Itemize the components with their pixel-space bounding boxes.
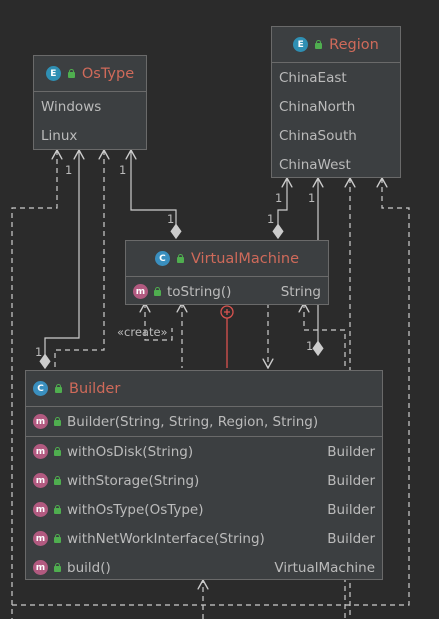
method-row: m withStorage(String) Builder	[26, 466, 382, 495]
enum-value: ChinaWest	[279, 156, 351, 173]
method-return-type: Builder	[327, 501, 375, 518]
multiplicity-label: 1	[308, 191, 316, 205]
multiplicity-label: 1	[35, 345, 43, 359]
public-lock-icon	[314, 40, 323, 49]
method-name: toString()	[167, 283, 232, 300]
ostype-header: E OsType	[34, 56, 146, 92]
public-lock-icon	[53, 417, 62, 426]
method-name: withStorage(String)	[67, 472, 200, 489]
method-icon: m	[133, 284, 148, 299]
public-lock-icon	[176, 254, 185, 263]
constructor-signature: Builder(String, String, Region, String)	[67, 413, 319, 430]
multiplicity-label: 1	[119, 163, 127, 177]
method-name: withNetWorkInterface(String)	[67, 530, 265, 547]
method-icon: m	[33, 473, 48, 488]
multiplicity-label: 1	[275, 191, 283, 205]
method-row: m toString() String	[126, 277, 328, 306]
multiplicity-label: 1	[167, 212, 175, 226]
method-icon: m	[33, 414, 48, 429]
constructor-row: m Builder(String, String, Region, String…	[26, 407, 382, 436]
enum-value: ChinaEast	[279, 69, 347, 86]
region-enum-box[interactable]: E Region ChinaEast ChinaNorth ChinaSouth…	[271, 26, 401, 178]
enum-icon: E	[45, 66, 61, 81]
edge-region-vm	[278, 178, 287, 238]
ostype-title: OsType	[81, 65, 135, 82]
method-name: withOsDisk(String)	[67, 443, 194, 460]
class-icon: C	[33, 381, 48, 396]
multiplicity-label: 1	[267, 212, 275, 226]
public-lock-icon	[53, 447, 62, 456]
method-name: withOsType(OsType)	[67, 501, 204, 518]
virtual-machine-header: C VirtualMachine	[126, 241, 328, 277]
edge-vm-right	[304, 303, 346, 619]
enum-icon: E	[293, 37, 309, 52]
virtual-machine-title: VirtualMachine	[190, 250, 300, 267]
method-icon: m	[33, 560, 48, 575]
method-return-type: String	[280, 283, 321, 300]
method-row: m withOsDisk(String) Builder	[26, 436, 382, 466]
edge-region-dep2	[12, 178, 410, 606]
create-stereotype-label: «create»	[117, 325, 168, 339]
method-return-type: Builder	[327, 530, 375, 547]
builder-title: Builder	[69, 380, 121, 397]
edge-ostype-builder	[45, 150, 79, 368]
public-lock-icon	[153, 287, 162, 296]
class-icon: C	[154, 251, 170, 266]
method-row: m build() VirtualMachine	[26, 553, 382, 582]
region-header: E Region	[272, 27, 400, 63]
public-lock-icon	[53, 563, 62, 572]
edge-ostype-builder-dep	[54, 150, 104, 368]
ostype-enum-box[interactable]: E OsType Windows Linux	[33, 55, 147, 150]
enum-value: ChinaNorth	[279, 98, 356, 115]
edge-ostype-loop	[11, 150, 57, 619]
method-name: build()	[67, 559, 111, 576]
method-row: m withOsType(OsType) Builder	[26, 495, 382, 524]
multiplicity-label: 1	[306, 339, 314, 353]
enum-value: Linux	[41, 127, 78, 144]
edge-builder-creates-vm	[145, 303, 173, 341]
builder-class-box[interactable]: C Builder m Builder(String, String, Regi…	[25, 370, 383, 580]
method-row: m withNetWorkInterface(String) Builder	[26, 524, 382, 553]
method-return-type: Builder	[327, 472, 375, 489]
edge-ostype-vm	[131, 150, 176, 238]
enum-value: Windows	[41, 98, 102, 115]
public-lock-icon	[54, 384, 63, 393]
method-return-type: VirtualMachine	[274, 559, 375, 576]
public-lock-icon	[67, 69, 76, 78]
method-return-type: Builder	[327, 443, 375, 460]
public-lock-icon	[53, 505, 62, 514]
multiplicity-label: 1	[65, 163, 73, 177]
public-lock-icon	[53, 476, 62, 485]
method-icon: m	[33, 502, 48, 517]
virtual-machine-class-box[interactable]: C VirtualMachine m toString() String	[125, 240, 329, 305]
enum-value: ChinaSouth	[279, 127, 357, 144]
method-icon: m	[33, 444, 48, 459]
public-lock-icon	[53, 534, 62, 543]
region-title: Region	[329, 36, 379, 53]
builder-header: C Builder	[26, 371, 382, 407]
method-icon: m	[33, 531, 48, 546]
